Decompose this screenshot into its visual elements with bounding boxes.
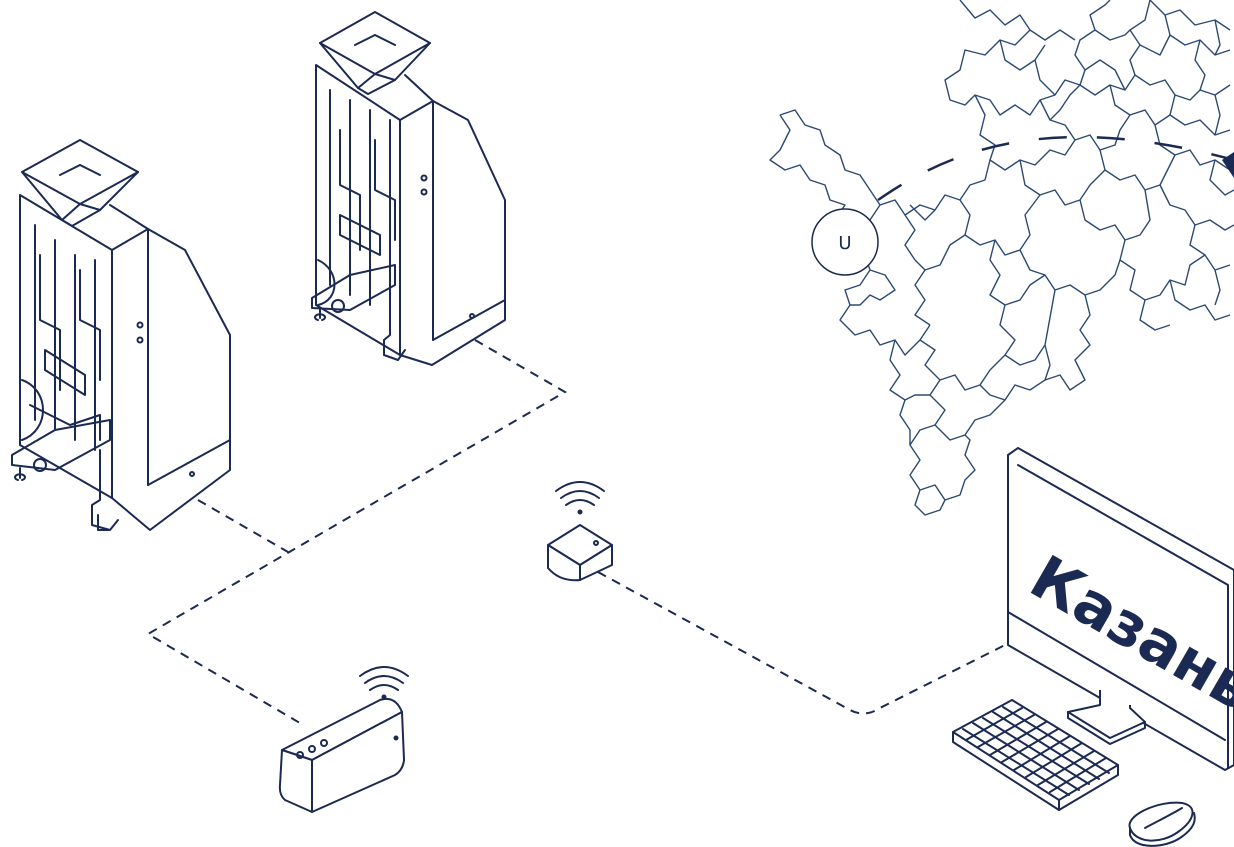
- wireless-sensor: [548, 482, 612, 580]
- packaging-machine-top: [312, 12, 505, 365]
- location-marker-label: U: [838, 233, 851, 254]
- computer-mouse: [1130, 803, 1195, 846]
- wireless-router: [280, 667, 408, 812]
- location-marker: U: [812, 209, 878, 275]
- computer-workstation: Казань: [953, 448, 1234, 846]
- packaging-machine-left: [12, 140, 230, 530]
- route-endpoint: [1222, 152, 1234, 178]
